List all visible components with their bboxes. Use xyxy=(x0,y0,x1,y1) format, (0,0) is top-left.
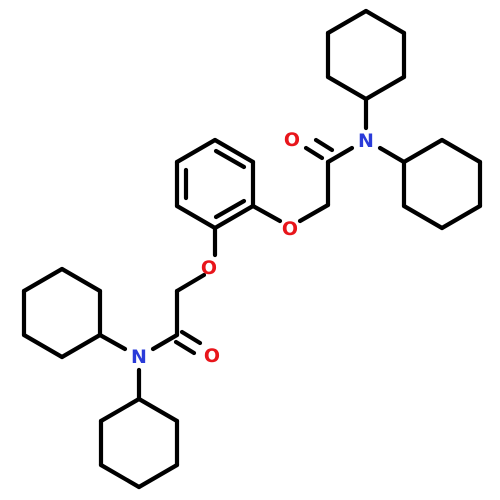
amide-nitrogen-top: N xyxy=(358,130,374,152)
ether-oxygen-bottom: O xyxy=(201,257,217,279)
cyclohexyl-ring-top xyxy=(325,8,407,102)
amide-nitrogen-bottom: N xyxy=(131,346,147,368)
cyclohexyl-ring-left xyxy=(21,266,103,360)
top-side-chain xyxy=(250,96,407,224)
carbonyl-oxygen-bottom: O xyxy=(204,345,220,367)
benzene-ring xyxy=(174,137,256,231)
cyclohexyl-ring-right xyxy=(401,137,483,231)
carbonyl-oxygen-top: O xyxy=(284,129,300,151)
cyclohexyl-ring-bottom xyxy=(98,396,180,490)
bottom-side-chain xyxy=(97,225,218,402)
atom-labels: O O N O O N xyxy=(131,129,374,368)
ether-oxygen-top: O xyxy=(282,218,298,240)
